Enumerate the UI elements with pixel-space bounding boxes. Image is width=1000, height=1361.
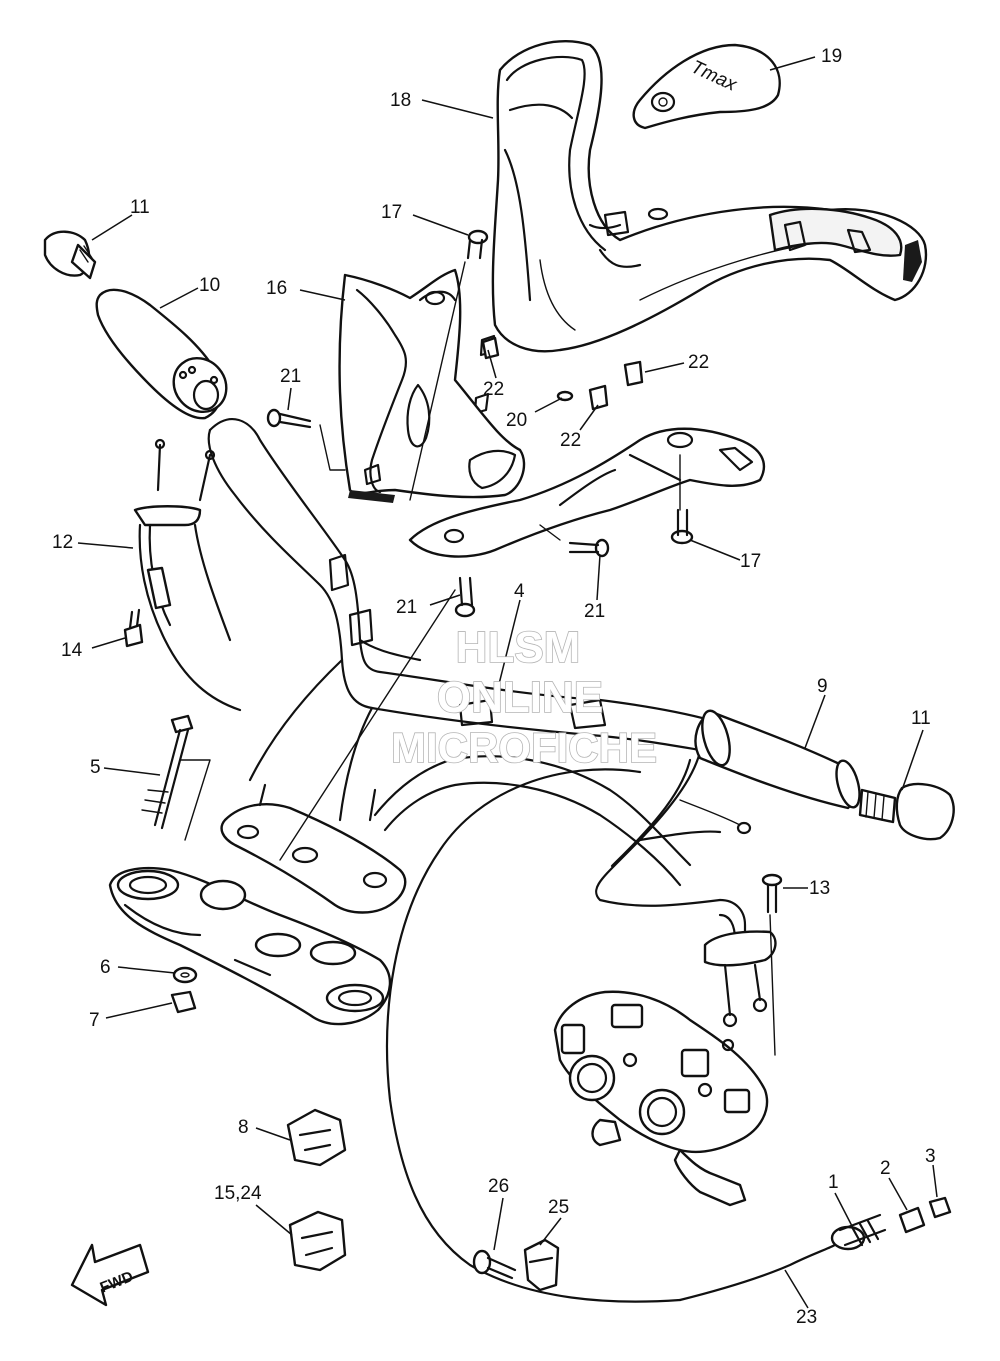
callout-11-left: 11 bbox=[130, 197, 150, 218]
clip-nut-22-b bbox=[588, 384, 609, 411]
callout-22-mid: 22 bbox=[560, 430, 581, 451]
cable-fitting-3 bbox=[928, 1196, 952, 1219]
callout-21-right: 21 bbox=[584, 601, 605, 622]
callout-17-top: 17 bbox=[381, 202, 402, 223]
callout-19: 19 bbox=[821, 46, 842, 67]
upper-bracket bbox=[108, 866, 392, 1026]
handlebar-cover-upper bbox=[473, 39, 928, 415]
right-grip bbox=[694, 709, 861, 810]
bracket-25 bbox=[523, 1238, 560, 1292]
bolt-26 bbox=[472, 1249, 517, 1280]
watermark-line-1: HLSM bbox=[456, 623, 581, 672]
clip-nut-22-a bbox=[481, 336, 500, 360]
throttle-body bbox=[553, 990, 769, 1207]
callout-3: 3 bbox=[925, 1146, 936, 1167]
callout-6: 6 bbox=[100, 957, 111, 978]
callout-7: 7 bbox=[89, 1010, 100, 1031]
nut-7 bbox=[170, 990, 197, 1014]
callout-15-24: 15,24 bbox=[214, 1183, 262, 1204]
clamp-8 bbox=[286, 1108, 347, 1167]
clamp-15-24 bbox=[288, 1210, 347, 1272]
emblem-cover: Tmax bbox=[632, 43, 781, 130]
alignment-lines bbox=[179, 261, 776, 1056]
callout-labels: 19 18 11 17 10 16 21 22 22 20 22 12 17 2… bbox=[52, 46, 936, 1328]
callout-1: 1 bbox=[828, 1172, 839, 1193]
callout-21-left: 21 bbox=[280, 366, 301, 387]
callout-23: 23 bbox=[796, 1307, 817, 1328]
screw-21-c bbox=[568, 538, 610, 558]
mounting-bolt-13 bbox=[761, 873, 783, 914]
callout-16: 16 bbox=[266, 278, 287, 299]
callout-14: 14 bbox=[61, 640, 83, 661]
clip-nut-22-c bbox=[623, 360, 644, 387]
callout-5: 5 bbox=[90, 757, 101, 778]
leader-lines bbox=[77, 56, 938, 1309]
callout-21-mid: 21 bbox=[396, 597, 417, 618]
throttle-cables bbox=[595, 750, 777, 1028]
cable-fitting-2 bbox=[898, 1206, 926, 1234]
callout-11-right: 11 bbox=[911, 708, 931, 729]
callout-17-right: 17 bbox=[740, 551, 761, 572]
callout-8: 8 bbox=[238, 1117, 249, 1138]
callout-2: 2 bbox=[880, 1158, 891, 1179]
callout-20: 20 bbox=[506, 410, 527, 431]
cover-bolt-17-top bbox=[466, 229, 489, 260]
callout-4: 4 bbox=[514, 581, 525, 602]
pinch-bolt bbox=[141, 714, 194, 830]
callout-25: 25 bbox=[548, 1197, 569, 1218]
screw-21-a bbox=[266, 408, 312, 429]
cover-bolt-17-right bbox=[670, 508, 694, 545]
handlebar-holder bbox=[220, 755, 692, 914]
mounting-bolt-14 bbox=[123, 608, 144, 648]
cover-bracket bbox=[408, 427, 766, 558]
callout-10: 10 bbox=[199, 275, 220, 296]
callout-22-right: 22 bbox=[688, 352, 709, 373]
left-grip-end bbox=[43, 230, 97, 280]
watermark-line-3: MICROFICHE bbox=[391, 724, 657, 771]
callout-9: 9 bbox=[817, 676, 828, 697]
watermark: HLSM ONLINE MICROFICHE bbox=[390, 622, 658, 772]
callout-26: 26 bbox=[488, 1176, 509, 1197]
left-grip bbox=[95, 288, 228, 420]
callout-12: 12 bbox=[52, 532, 73, 553]
right-grip-end bbox=[858, 782, 955, 841]
handlebar bbox=[207, 418, 712, 822]
brake-cables bbox=[133, 438, 242, 712]
callout-22-left: 22 bbox=[483, 379, 504, 400]
callout-18: 18 bbox=[390, 90, 411, 111]
fwd-arrow-icon: FWD bbox=[70, 1243, 150, 1307]
screw-21-b bbox=[454, 576, 476, 618]
watermark-line-2: ONLINE bbox=[437, 673, 603, 722]
long-cable bbox=[385, 768, 887, 1303]
callout-13: 13 bbox=[809, 878, 830, 899]
handlebar-cover-lower bbox=[338, 268, 526, 503]
washer-6 bbox=[172, 966, 198, 984]
